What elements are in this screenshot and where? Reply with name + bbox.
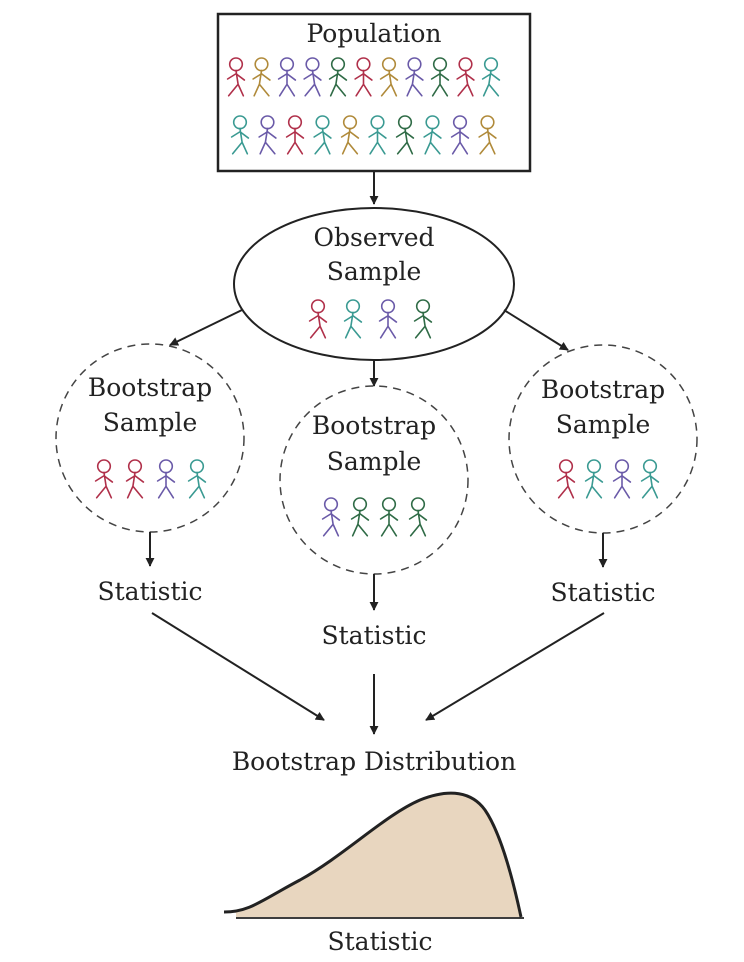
person-figure-icon — [277, 57, 297, 97]
person-figure-icon — [226, 57, 246, 97]
person-figure-icon — [556, 459, 576, 499]
bootstrap-sample-1-subtitle: Sample — [103, 408, 198, 437]
person-figure-icon — [368, 115, 387, 155]
person-figure-icon — [125, 459, 145, 499]
person-figure-icon — [350, 497, 370, 537]
population-people-row-2 — [230, 115, 497, 155]
bootstrap-sample-3-people — [556, 459, 660, 499]
person-figure-icon — [430, 57, 450, 97]
observed-sample-subtitle: Sample — [327, 257, 422, 286]
bootstrap-sample-2-title: Bootstrap — [312, 411, 436, 440]
arrow-observed-to-bootstrap-3 — [503, 309, 569, 351]
person-figure-icon — [456, 57, 475, 97]
person-figure-icon — [413, 299, 433, 339]
person-figure-icon — [584, 459, 604, 499]
bootstrap-sample-2-people — [321, 497, 428, 537]
person-figure-icon — [308, 299, 328, 339]
bootstrap-sample-circle-3 — [508, 344, 698, 534]
statistic-label-3: Statistic — [551, 578, 656, 607]
bootstrap-sample-1-people — [94, 459, 207, 499]
person-figure-icon — [252, 57, 271, 97]
population-title: Population — [306, 19, 441, 48]
bootstrap-distribution-outline — [223, 791, 523, 918]
person-figure-icon — [481, 57, 501, 97]
person-figure-icon — [395, 115, 415, 155]
person-figure-icon — [313, 115, 332, 155]
person-figure-icon — [285, 115, 305, 155]
person-figure-icon — [187, 459, 207, 499]
bootstrap-sample-3-subtitle: Sample — [556, 410, 651, 439]
arrow-statistic-3-to-distribution — [425, 612, 605, 721]
arrow-observed-to-bootstrap-1 — [169, 309, 243, 346]
person-figure-icon — [612, 459, 632, 499]
person-figure-icon — [379, 497, 399, 537]
bootstrap-distribution-curve — [224, 793, 521, 917]
observed-sample-people — [308, 299, 433, 339]
person-figure-icon — [379, 57, 399, 97]
person-figure-icon — [450, 115, 470, 155]
person-figure-icon — [303, 57, 322, 97]
person-figure-icon — [423, 115, 442, 155]
person-figure-icon — [230, 115, 250, 155]
person-figure-icon — [321, 497, 341, 537]
person-figure-icon — [378, 299, 398, 339]
person-figure-icon — [340, 115, 360, 155]
person-figure-icon — [156, 459, 176, 499]
bootstrap-distribution-axis-label: Statistic — [328, 927, 433, 956]
person-figure-icon — [478, 115, 497, 155]
person-figure-icon — [343, 299, 363, 339]
person-figure-icon — [328, 57, 348, 97]
observed-sample-title: Observed — [314, 223, 435, 252]
bootstrap-sample-2-subtitle: Sample — [327, 447, 422, 476]
person-figure-icon — [640, 459, 660, 499]
person-figure-icon — [94, 459, 114, 499]
bootstrap-distribution-title: Bootstrap Distribution — [232, 747, 516, 776]
person-figure-icon — [354, 57, 373, 97]
person-figure-icon — [258, 115, 277, 155]
population-people-row-1 — [226, 57, 501, 97]
statistic-label-2: Statistic — [322, 621, 427, 650]
person-figure-icon — [408, 497, 428, 537]
bootstrap-sample-1-title: Bootstrap — [88, 373, 212, 402]
arrow-statistic-1-to-distribution — [151, 612, 325, 721]
statistic-label-1: Statistic — [98, 577, 203, 606]
person-figure-icon — [405, 57, 424, 97]
bootstrap-sample-3-title: Bootstrap — [541, 375, 665, 404]
